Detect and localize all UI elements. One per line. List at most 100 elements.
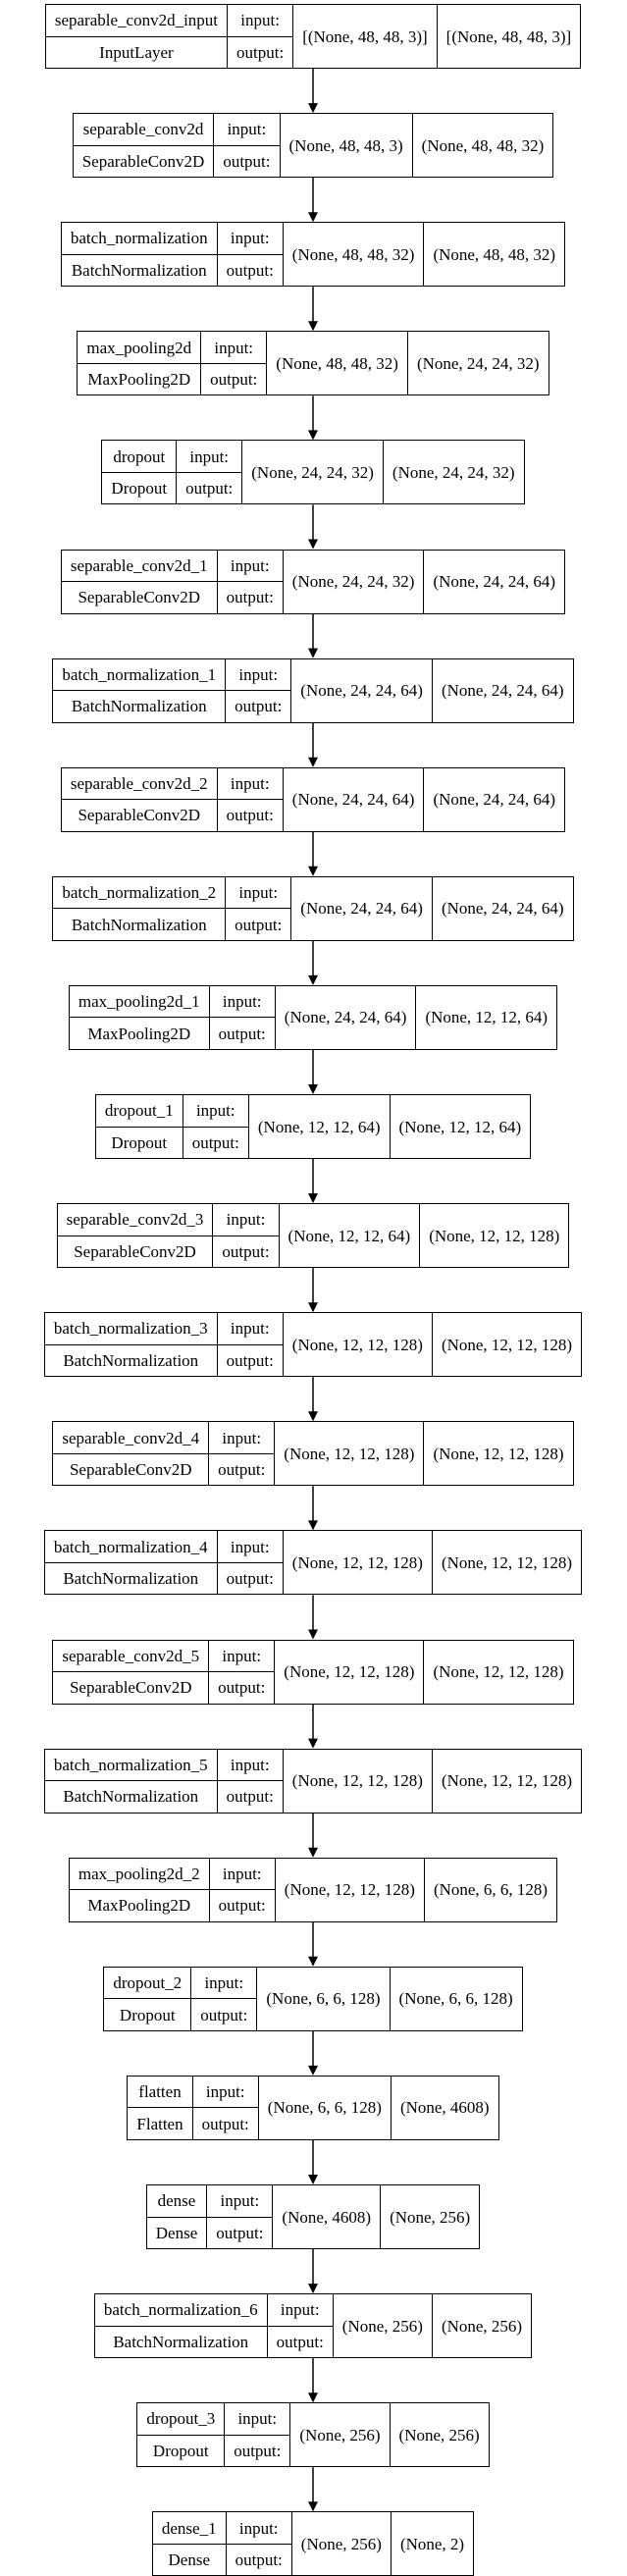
output-label: output: [192, 2107, 258, 2139]
input-shape: (None, 256) [300, 2534, 382, 2553]
output-label: output: [191, 1998, 257, 2030]
edge-arrowhead [308, 2501, 318, 2512]
input-shape: (None, 24, 24, 64) [300, 899, 423, 919]
input-shape: (None, 12, 12, 128) [284, 1880, 415, 1900]
edge-arrowhead [308, 648, 318, 658]
input-label: input: [195, 1101, 235, 1121]
layer-type: MaxPooling2D [69, 1017, 209, 1049]
layer-name: dropout_1 [104, 1101, 174, 1121]
layer-type: BatchNormalization [94, 2325, 267, 2358]
layer-port-cell: input:output: [228, 5, 294, 68]
layer-port-cell: input: output: [217, 1313, 284, 1377]
output-shape: (None, 12, 12, 64) [389, 1095, 531, 1158]
output-label: output: [226, 690, 291, 722]
input-label: input: [280, 2300, 320, 2320]
layer-port-cell: input:output: [225, 2403, 291, 2467]
layer-name: batch_normalization [70, 229, 208, 248]
output-shape: (None, 6, 6, 128) [423, 1858, 556, 1921]
input-shape: (None, 6, 6, 128) [266, 1989, 381, 2009]
layer-name: batch_normalization_6 [103, 2300, 258, 2320]
output-shape: (None, 12, 12, 128) [423, 1640, 572, 1704]
input-label: input: [238, 2518, 279, 2538]
layer-port-cell: input: output: [192, 2076, 259, 2139]
layer-port-cell: input: output: [226, 2512, 292, 2576]
input-label: input: [230, 229, 270, 248]
layer-type: SeparableConv2D [53, 1671, 209, 1704]
edge-arrowhead [308, 212, 318, 223]
layer-port-cell: input:output: [209, 1422, 276, 1486]
input-label: input: [205, 2082, 245, 2102]
input-label: input: [222, 1646, 262, 1665]
layer-type: Dense [152, 2543, 226, 2576]
edge-arrowhead [308, 1193, 318, 1204]
layer-type: BatchNormalization [53, 690, 226, 722]
output-label: output: [177, 471, 242, 504]
layer-port-cell: input:output: [217, 767, 284, 831]
layer-name: dropout_3 [146, 2409, 216, 2429]
output-shape: (None, 12, 12, 128) [431, 1749, 581, 1813]
output-label: output: [267, 2325, 333, 2358]
output-label: output: [209, 1671, 275, 1704]
layer-name: separable_conv2d_2 [70, 773, 208, 793]
input-shape: (None, 24, 24, 64) [291, 790, 415, 810]
layer-type: SeparableConv2D [53, 1452, 209, 1486]
input-label: input: [230, 1319, 270, 1339]
layer-name: batch_normalization_3 [53, 1319, 208, 1339]
output-shape: (None, 4608) [390, 2076, 498, 2139]
layer-name: separable_conv2d_1 [70, 555, 208, 575]
layer-name: dense_1 [161, 2518, 217, 2538]
edge-arrowhead [308, 2175, 318, 2184]
output-label: output: [217, 581, 283, 613]
input-shape: (None, 12, 12, 128) [291, 1335, 423, 1354]
input-shape: (None, 12, 12, 128) [291, 1771, 423, 1791]
input-label: input: [238, 883, 279, 903]
input-label: input: [222, 992, 262, 1012]
edge-arrowhead [308, 1084, 318, 1094]
layer-port-cell: input:output: [207, 2185, 274, 2248]
input-shape: (None, 48, 48, 3) [288, 135, 403, 155]
edge-arrowhead [308, 321, 318, 332]
layer-port-cell: input: output: [209, 1640, 276, 1704]
output-shape: [(None, 48, 48, 3)] [436, 5, 580, 68]
layer-name: max_pooling2d [86, 338, 192, 357]
output-label: output: [213, 1235, 279, 1268]
layer-type: SeparableConv2D [61, 581, 217, 613]
output-shape: (None, 24, 24, 64) [423, 550, 564, 613]
input-label: input: [238, 664, 279, 684]
layer-name: separable_conv2d [82, 120, 204, 139]
layer-type: Dropout [95, 1126, 183, 1159]
layer-name: batch_normalization_4 [53, 1537, 208, 1556]
output-label: output: [217, 1343, 283, 1377]
output-shape: (None, 6, 6, 128) [389, 1967, 522, 2030]
input-shape: (None, 12, 12, 64) [287, 1226, 411, 1245]
output-shape: (None, 256) [431, 2294, 531, 2358]
input-shape: (None, 256) [299, 2425, 381, 2445]
edge-arrowhead [308, 866, 318, 876]
edge-arrowhead [308, 1847, 318, 1858]
output-shape: (None, 12, 12, 64) [415, 985, 556, 1049]
layer-port-cell: input:output: [209, 985, 276, 1049]
layer-name: batch_normalization_5 [53, 1755, 208, 1774]
input-shape: (None, 4608) [282, 2207, 372, 2227]
output-label: output: [226, 2543, 291, 2576]
input-label: input: [222, 1864, 262, 1883]
layer-type: Flatten [128, 2107, 192, 2139]
